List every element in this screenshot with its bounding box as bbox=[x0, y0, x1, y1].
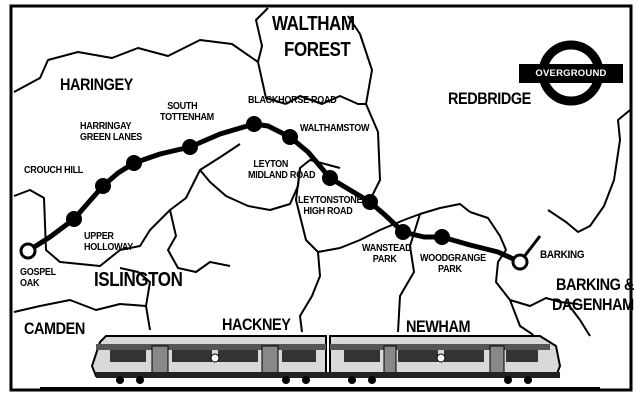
station-leytonstone-high-road[interactable] bbox=[362, 194, 378, 210]
station-harringay-green-lanes[interactable] bbox=[126, 155, 142, 171]
station-leyton-midland-road[interactable] bbox=[322, 170, 338, 186]
borough-waltham-forest-line2: FOREST bbox=[284, 39, 351, 61]
station-woodgrange-park[interactable] bbox=[434, 229, 450, 245]
train-icon bbox=[40, 335, 600, 389]
station-gospel-oak[interactable] bbox=[19, 242, 37, 260]
label-barking: BARKING bbox=[540, 249, 585, 261]
station-crouch-hill[interactable] bbox=[95, 178, 111, 194]
borough-waltham-forest-line1: WALTHAM bbox=[272, 13, 355, 35]
borough-barking-dagenham-line1: BARKING & bbox=[556, 275, 635, 294]
stations bbox=[19, 116, 529, 271]
borough-redbridge: REDBRIDGE bbox=[448, 89, 531, 108]
borough-newham: NEWHAM bbox=[406, 317, 471, 336]
borough-haringey: HARINGEY bbox=[60, 75, 133, 94]
overground-logo-text: OVERGROUND bbox=[522, 66, 620, 81]
station-upper-holloway[interactable] bbox=[66, 211, 82, 227]
station-blackhorse-road[interactable] bbox=[246, 116, 262, 132]
borough-islington: ISLINGTON bbox=[94, 269, 183, 291]
station-wanstead-park[interactable] bbox=[395, 224, 411, 240]
borough-camden: CAMDEN bbox=[24, 319, 85, 338]
label-blackhorse-road: BLACKHORSE ROAD bbox=[248, 95, 337, 106]
borough-hackney: HACKNEY bbox=[222, 315, 291, 334]
station-south-tottenham[interactable] bbox=[182, 139, 198, 155]
label-walthamstow: WALTHAMSTOW bbox=[300, 123, 370, 134]
borough-boundaries bbox=[13, 7, 631, 345]
label-crouch-hill: CROUCH HILL bbox=[24, 165, 84, 176]
station-barking[interactable] bbox=[511, 253, 529, 271]
borough-barking-dagenham-line2: DAGENHAM bbox=[552, 295, 634, 314]
station-walthamstow[interactable] bbox=[282, 129, 298, 145]
